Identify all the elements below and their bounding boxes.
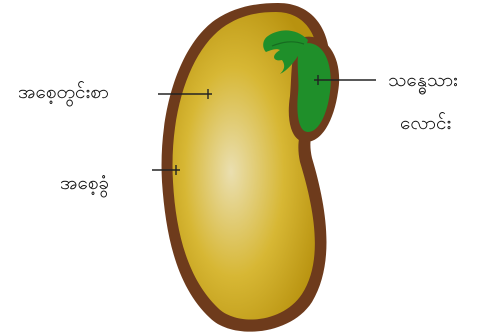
label-embryo-line-1: သန္ဓေသား [388, 68, 458, 92]
label-endosperm: အစေ့တွင်းစာ [18, 80, 109, 104]
label-seed-coat: အစေ့ခွံ [60, 171, 109, 195]
label-embryo-line-2: လောင်း [400, 111, 451, 135]
